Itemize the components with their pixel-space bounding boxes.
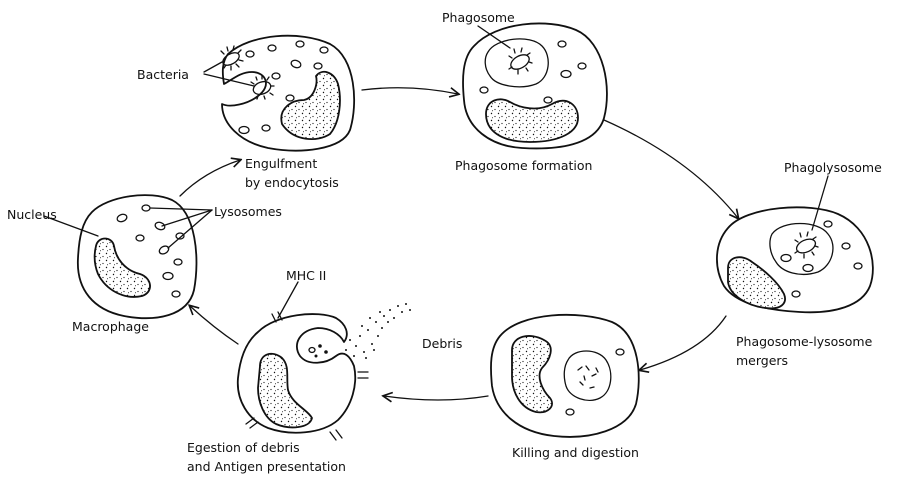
egestion-lysosomes [309, 344, 328, 357]
nucleus-label: Nucleus [7, 207, 57, 222]
phagosome-formation-cell [463, 23, 607, 148]
killing-step-label: Killing and digestion [512, 445, 639, 460]
lysosomes-label: Lysosomes [214, 204, 282, 219]
egestion-step-label-2: and Antigen presentation [187, 459, 346, 474]
phagolysosome-label: Phagolysosome [784, 160, 882, 175]
arrow-egestion-to-macrophage [190, 306, 238, 344]
macrophage-cell [44, 195, 212, 318]
mergers-step-label: Phagosome-lysosome [736, 334, 873, 349]
engulfment-step-label: Engulfment [245, 156, 317, 171]
macrophage-step-label: Macrophage [72, 319, 149, 334]
phagosome-label: Phagosome [442, 10, 515, 25]
arrow-engulfment-to-phagosome [362, 88, 458, 94]
mhc-ii-label: MHC II [286, 268, 326, 283]
egestion-cell [238, 282, 411, 440]
phagosome-formation-step-label: Phagosome formation [455, 158, 592, 173]
mergers-step-label-2: mergers [736, 353, 788, 368]
debris-particles [345, 303, 411, 359]
engulfment-cell [204, 36, 354, 151]
killing-digestion-cell [491, 315, 639, 437]
debris-label: Debris [422, 336, 462, 351]
arrow-macrophage-to-engulfment [180, 160, 240, 196]
arrow-killing-to-egestion [384, 396, 488, 400]
merger-cell [717, 176, 873, 312]
bacteria-label: Bacteria [137, 67, 189, 82]
arrow-phagosome-to-merger [604, 120, 738, 218]
arrow-merger-to-killing [640, 316, 726, 370]
engulfment-step-label-2: by endocytosis [245, 175, 339, 190]
egestion-step-label: Egestion of debris [187, 440, 300, 455]
